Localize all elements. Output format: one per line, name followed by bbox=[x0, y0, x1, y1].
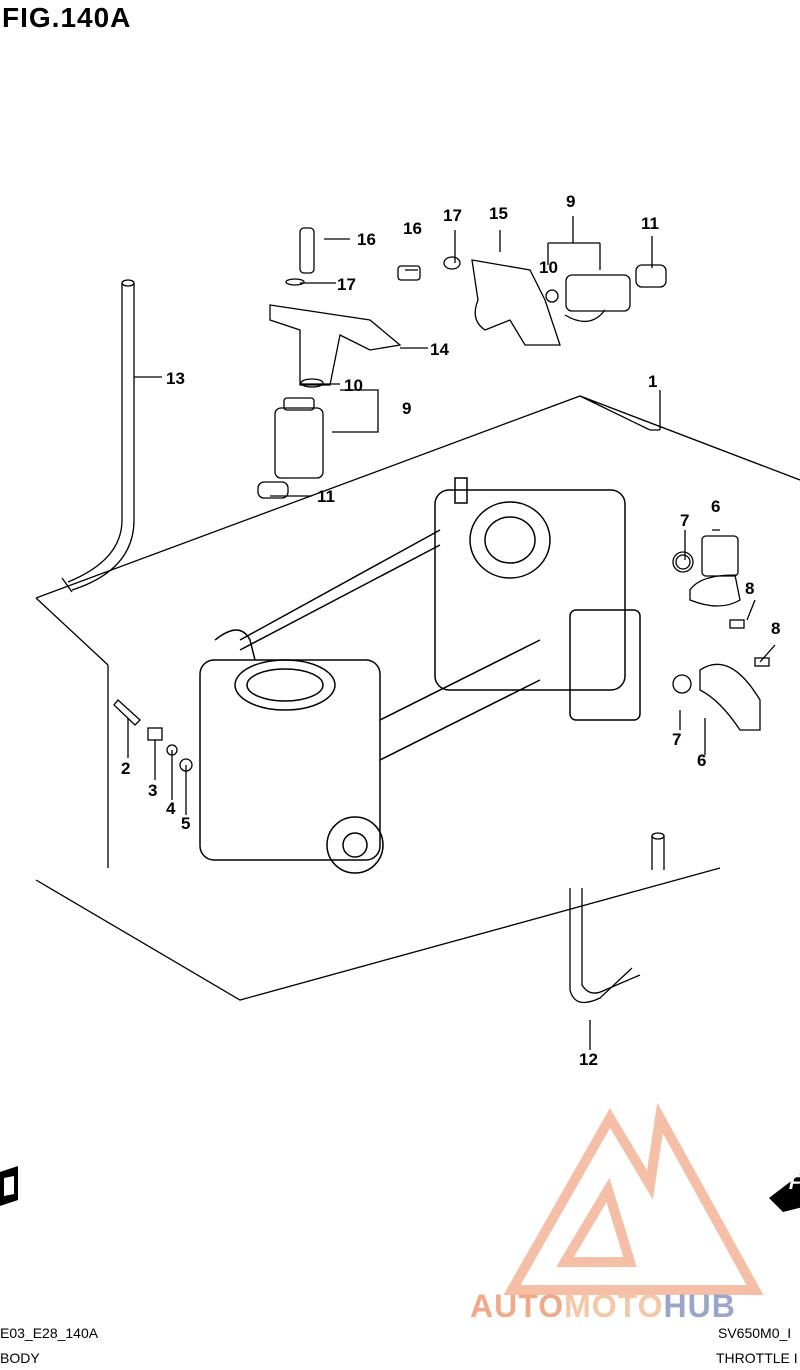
callout-16: 16 bbox=[357, 230, 376, 249]
callout-6: 6 bbox=[697, 751, 707, 770]
watermark-part-1: AUTO bbox=[470, 1288, 565, 1324]
callout-10: 10 bbox=[344, 376, 363, 395]
callout-6: 6 bbox=[711, 497, 721, 516]
fwd-label: FW bbox=[788, 1172, 800, 1194]
callout-9: 9 bbox=[566, 192, 576, 211]
callout-17: 17 bbox=[337, 275, 356, 294]
watermark-logo: AUTOMOTOHUB bbox=[470, 1288, 736, 1325]
callout-2: 2 bbox=[121, 759, 131, 778]
callout-11: 11 bbox=[641, 214, 659, 233]
callout-12: 12 bbox=[579, 1050, 598, 1069]
callout-4: 4 bbox=[166, 799, 176, 818]
callout-9: 9 bbox=[402, 399, 412, 418]
callout-8: 8 bbox=[745, 579, 755, 598]
callout-11: 11 bbox=[317, 487, 335, 506]
watermark-part-2: MOTO bbox=[564, 1288, 664, 1324]
left-direction-icon bbox=[0, 1164, 22, 1213]
callout-16: 16 bbox=[403, 219, 422, 238]
footer-name-left: BODY bbox=[0, 1350, 40, 1366]
figure-title: FIG.140A bbox=[2, 2, 132, 33]
callout-13: 13 bbox=[166, 369, 185, 388]
callout-14: 14 bbox=[430, 340, 449, 359]
callout-8: 8 bbox=[771, 619, 781, 638]
callout-1: 1 bbox=[648, 372, 658, 391]
footer-name-right: THROTTLE I bbox=[716, 1350, 798, 1366]
callout-10: 10 bbox=[539, 258, 558, 277]
watermark-part-3: HUB bbox=[663, 1288, 736, 1324]
footer-code-left: E03_E28_140A bbox=[0, 1325, 99, 1341]
forward-direction-icon: FW bbox=[768, 1172, 800, 1212]
callout-17: 17 bbox=[443, 206, 462, 225]
callout-15: 15 bbox=[489, 204, 508, 223]
callout-7: 7 bbox=[672, 730, 682, 749]
callout-3: 3 bbox=[148, 781, 158, 800]
footer-code-right: SV650M0_I bbox=[718, 1325, 792, 1341]
callout-7: 7 bbox=[680, 511, 690, 530]
callout-5: 5 bbox=[181, 814, 191, 833]
